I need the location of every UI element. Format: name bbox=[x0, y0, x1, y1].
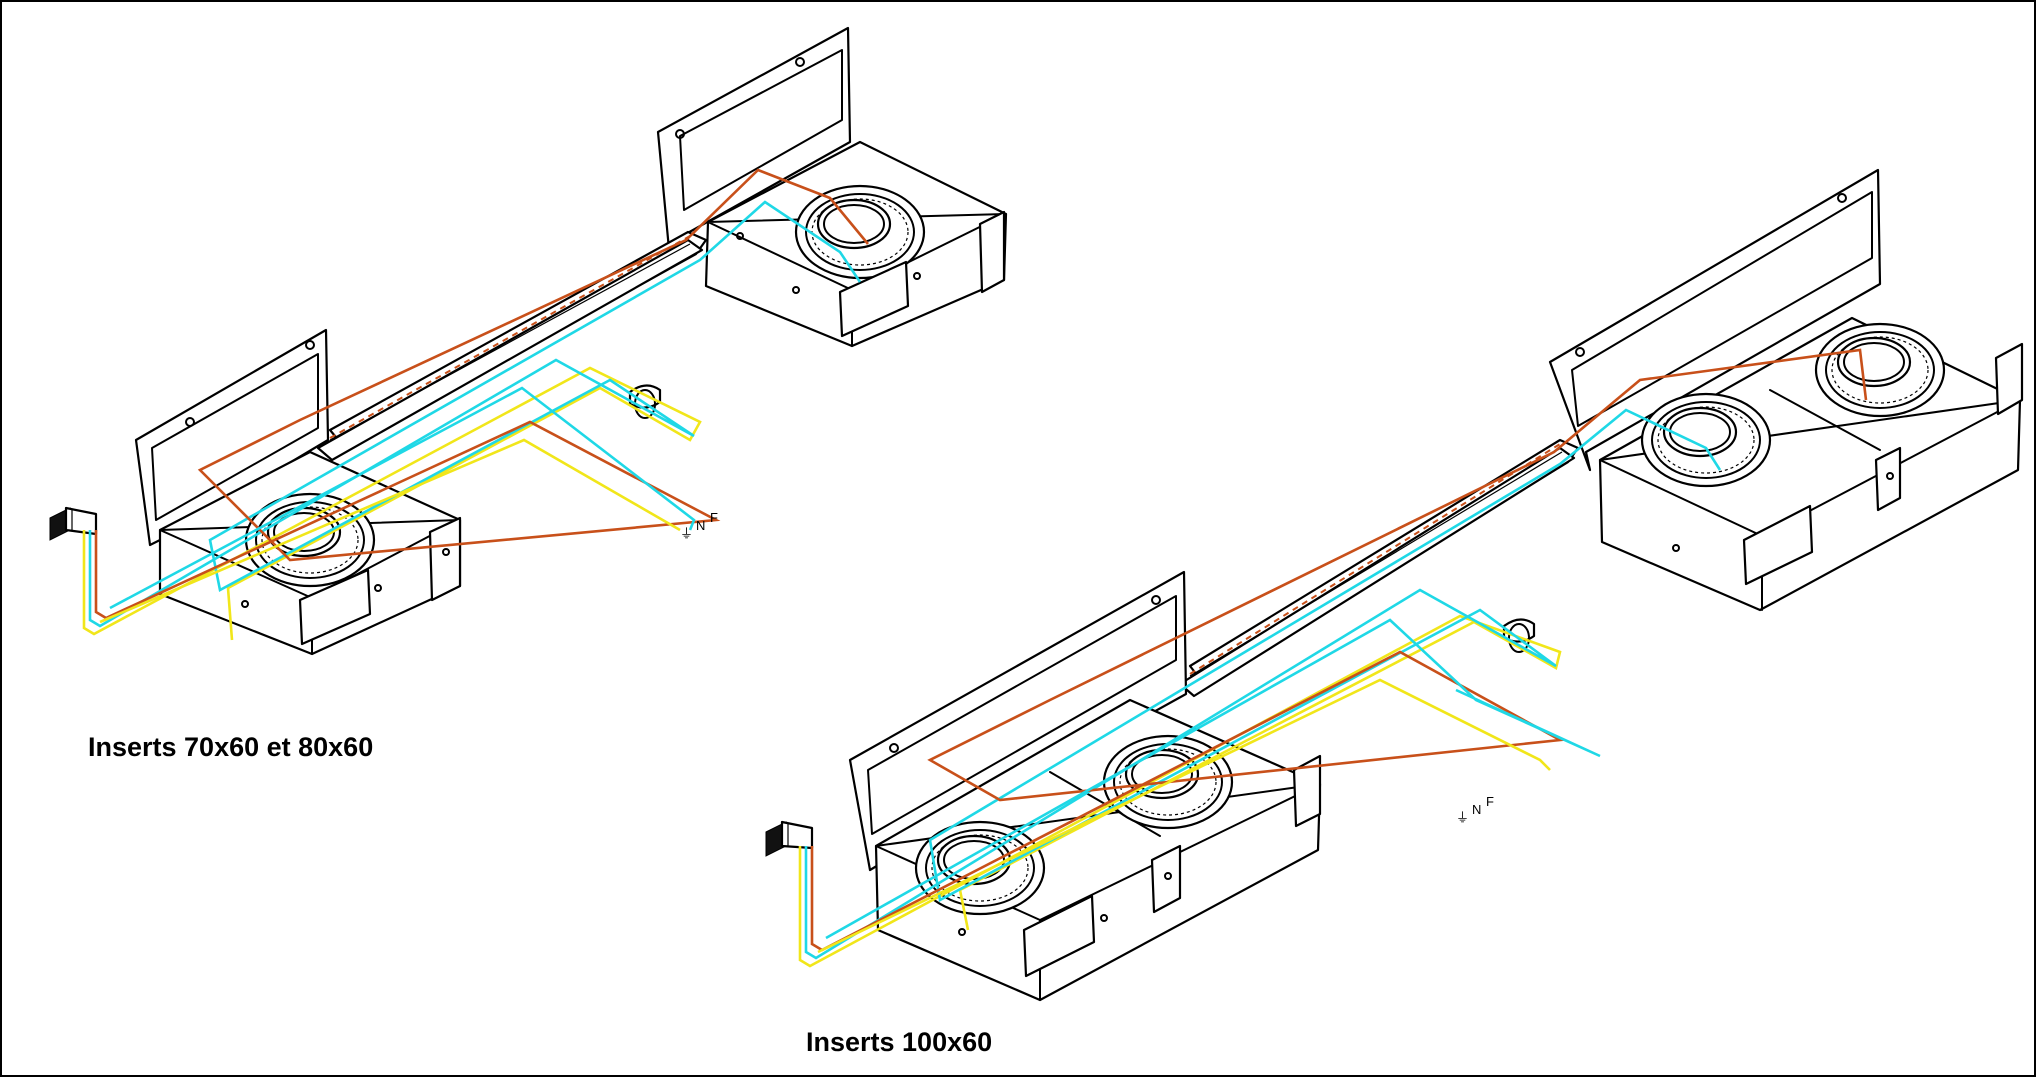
terminal-label-earth: ⏚ bbox=[680, 526, 693, 541]
terminal-label-neutral: N bbox=[696, 518, 705, 533]
wire-wL-earth2 bbox=[99, 438, 681, 624]
wire-wL-earth bbox=[82, 366, 702, 641]
terminal-label-phase-2: F bbox=[1486, 794, 1494, 809]
terminal-label-earth-2: ⏚ bbox=[1456, 810, 1469, 825]
caption-large-inserts: Inserts 100x60 bbox=[806, 1027, 993, 1057]
wire-wL-neutral2 bbox=[109, 386, 696, 610]
wires-small-inserts: ⏚ N F bbox=[82, 168, 870, 641]
wire-wL-dashed bbox=[329, 235, 691, 439]
wire-wR-neutral bbox=[804, 408, 1722, 960]
terminal-label-neutral-2: N bbox=[1472, 802, 1481, 817]
wire-wL-neutral bbox=[88, 200, 862, 628]
wire-wR-earth2 bbox=[817, 678, 1551, 954]
assembly-small-inserts bbox=[49, 26, 1008, 656]
wire-wR-phase bbox=[810, 348, 1868, 952]
wire-wL-phase bbox=[94, 168, 870, 620]
assembly-large-inserts bbox=[765, 168, 2024, 1002]
wires-large-inserts: ⏚ N F bbox=[798, 348, 1868, 968]
wire-wR-dashed bbox=[1189, 443, 1561, 675]
wire-wR-neutral2 bbox=[825, 618, 1601, 940]
caption-small-inserts: Inserts 70x60 et 80x60 bbox=[88, 732, 374, 762]
terminal-label-phase: F bbox=[710, 510, 718, 525]
